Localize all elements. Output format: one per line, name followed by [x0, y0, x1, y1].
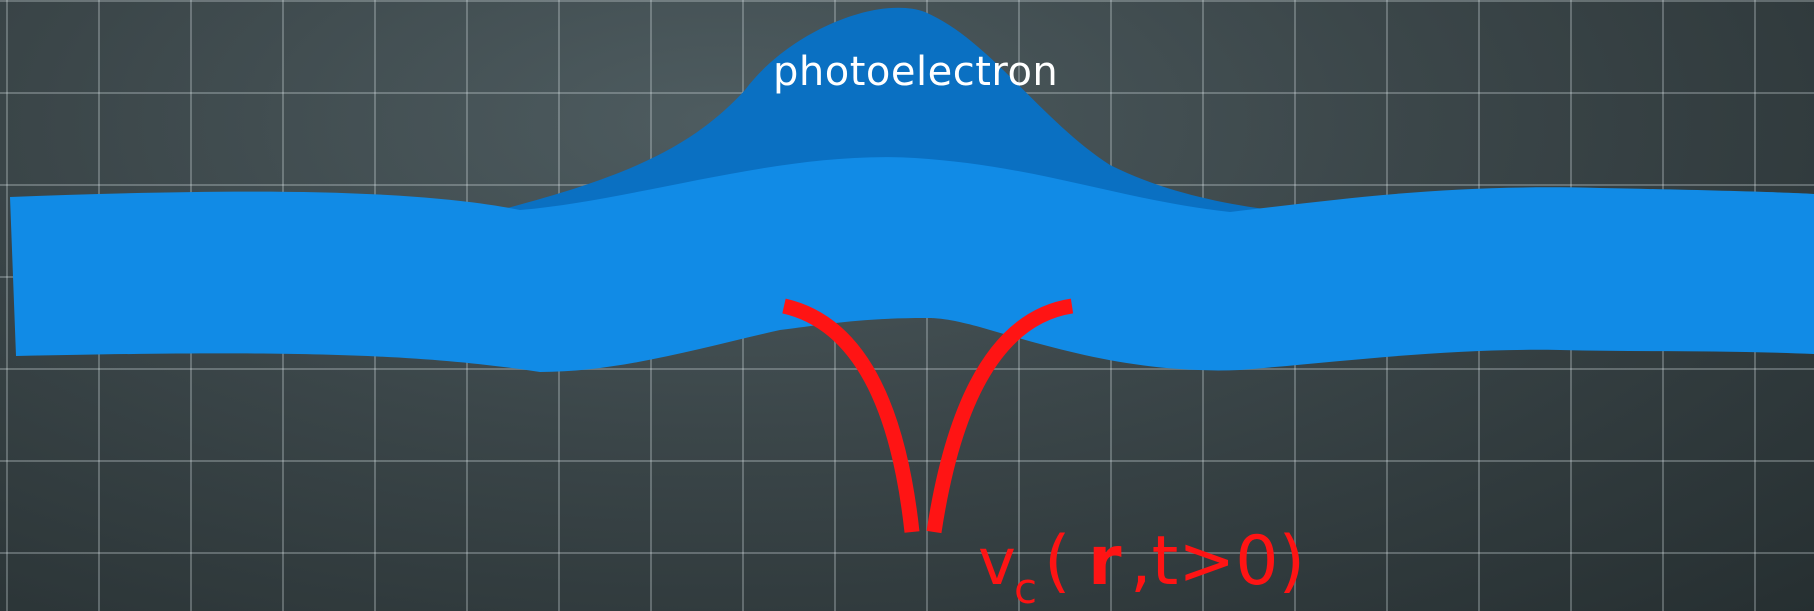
potential-well-left-arm	[782, 298, 920, 533]
photoelectron-wavepacket	[480, 7, 1320, 215]
potential-symbol: v	[978, 526, 1016, 600]
potential-label: v c ( r ,t>0)	[978, 522, 1305, 611]
potential-open-paren: (	[1044, 522, 1071, 601]
potential-subscript: c	[1014, 564, 1037, 611]
potential-arguments: ,t>0)	[1130, 522, 1305, 601]
potential-position-vector: r	[1088, 522, 1122, 601]
electron-band	[10, 157, 1814, 372]
photoelectron-label: photoelectron	[773, 49, 1058, 95]
potential-well-right-arm	[926, 298, 1074, 534]
